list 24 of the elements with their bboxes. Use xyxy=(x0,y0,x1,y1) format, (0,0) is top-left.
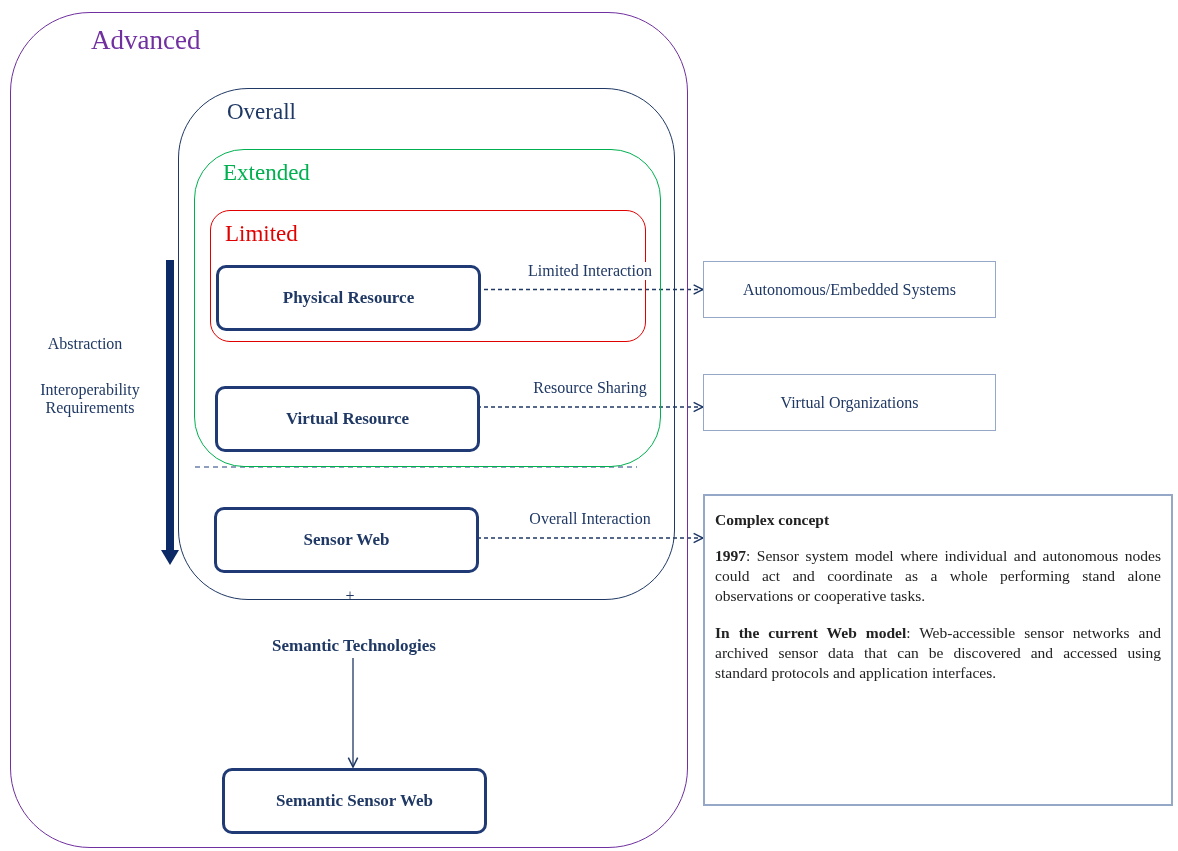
paragraph: 1997: Sensor system model where individual and autonomous nodes could act and coordinate as a whole performing stand alone observations or cooperative tasks. xyxy=(715,546,1161,607)
edge-label: Limited Interaction xyxy=(526,261,654,280)
plus-sign: + xyxy=(344,587,356,605)
region-title: Advanced xyxy=(91,25,201,56)
process-box: Virtual Resource xyxy=(215,386,480,452)
info-box: Autonomous/Embedded Systems xyxy=(703,261,996,318)
process-box: Semantic Sensor Web xyxy=(222,768,487,834)
side-label: Interoperability Requirements xyxy=(39,381,141,417)
panel-heading: Complex concept xyxy=(715,510,831,530)
paragraph: In the current Web model: Web-accessible sensor networks and archived sensor data that can be discovered and accessed using standard protocols and application interfaces. xyxy=(715,622,1161,683)
node-label: Semantic Technologies xyxy=(236,633,472,659)
text-panel xyxy=(703,494,1173,806)
region-title: Overall xyxy=(227,99,296,125)
edge-label: Resource Sharing xyxy=(531,379,649,397)
rounded-region xyxy=(10,12,688,848)
process-box: Sensor Web xyxy=(214,507,479,573)
region-title: Limited xyxy=(225,221,298,247)
rounded-region xyxy=(194,149,661,467)
info-box: Virtual Organizations xyxy=(703,374,996,431)
rounded-region xyxy=(178,88,675,600)
arrow xyxy=(347,657,359,768)
region-title: Extended xyxy=(223,160,310,186)
side-label: Abstraction xyxy=(46,335,124,353)
process-box: Physical Resource xyxy=(216,265,481,331)
